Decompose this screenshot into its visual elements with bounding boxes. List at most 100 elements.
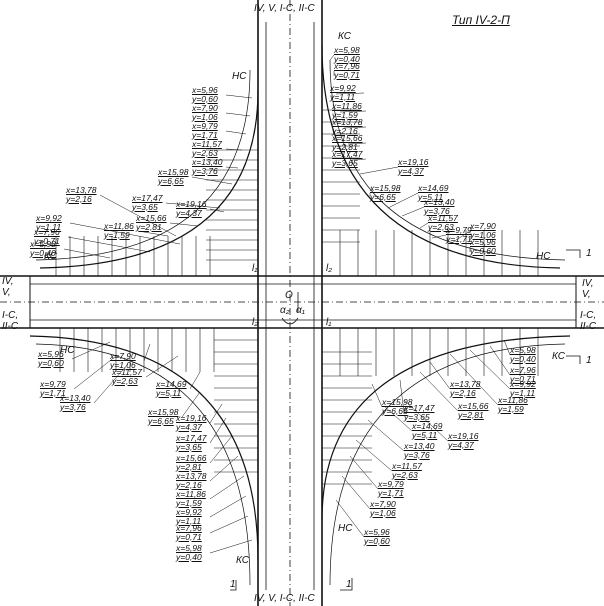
mark-one-right-bottom: 1: [586, 355, 592, 366]
coordinate-y: y=1,59: [332, 109, 358, 120]
coordinate-x: x=7,90: [192, 103, 218, 113]
leader-line: [399, 379, 405, 414]
coordinate-y: y=0,71: [334, 69, 360, 80]
leader-line: [209, 539, 253, 554]
coordinate-x: x=15,66: [176, 453, 207, 463]
coordinate-x: x=14,69: [412, 421, 443, 431]
coordinate-x: x=17,47: [332, 149, 363, 159]
leader-line: [419, 371, 459, 412]
coordinate-y: y=0,40: [176, 551, 202, 562]
coordinate-x: x=15,98: [158, 167, 189, 177]
curve-start-bl: НС: [60, 345, 75, 356]
leader-line: [209, 515, 249, 534]
coordinate-y: y=3,65: [332, 157, 358, 168]
coordinate-y: y=2,16: [66, 193, 92, 204]
coordinate-x: x=15,98: [148, 407, 179, 417]
coordinate-y: y=0,71: [176, 531, 202, 542]
coordinate-x: x=13,40: [192, 157, 223, 167]
coordinate-y: y=2,63: [112, 375, 138, 386]
leader-line: [401, 206, 425, 217]
leader-line: [335, 92, 365, 95]
leader-line: [209, 475, 245, 500]
coordinate-y: y=1,11: [176, 515, 202, 526]
coordinate-x: x=9,79: [40, 379, 66, 389]
leader-line: [343, 126, 367, 129]
coordinate-y: y=0,60: [470, 245, 496, 256]
l1-top-left: l₁: [252, 263, 258, 274]
coordinate-y: y=1,59: [104, 229, 130, 240]
coordinate-y: y=2,16: [450, 387, 476, 398]
coordinate-y: y=0,60: [192, 93, 218, 104]
coordinate-y: y=3,76: [404, 449, 430, 460]
leader-line: [71, 341, 111, 360]
coordinate-y: y=2,81: [332, 141, 358, 152]
coordinate-x: x=5,98: [510, 345, 536, 355]
l2-top-right: l₂: [326, 263, 333, 274]
leader-line: [367, 419, 405, 452]
coordinate-y: y=4,37: [176, 421, 202, 432]
leader-line: [209, 435, 233, 464]
leader-line: [403, 399, 449, 442]
coordinate-y: y=1,71: [446, 233, 472, 244]
leader-line: [341, 475, 371, 510]
coordinate-x: x=19,16: [176, 413, 207, 423]
coordinate-x: x=9,79: [446, 225, 472, 235]
leader-line: [371, 383, 383, 408]
road-label-left-lower: I-C, II-C: [2, 310, 19, 332]
coordinate-x: x=9,92: [510, 379, 536, 389]
coordinate-x: x=11,57: [428, 213, 458, 223]
coordinate-x: x=13,40: [60, 393, 91, 403]
coordinate-x: x=11,86: [332, 101, 362, 111]
leader-line: [335, 499, 365, 538]
leader-line: [137, 230, 169, 237]
coordinate-x: x=7,90: [470, 221, 496, 231]
coordinate-x: x=19,16: [176, 199, 207, 209]
curve-start-tl: НС: [232, 71, 247, 82]
coordinate-y: y=2,63: [392, 469, 418, 480]
coordinate-y: y=1,11: [36, 221, 62, 232]
coordinate-y: y=1,59: [176, 497, 202, 508]
coordinate-y: y=2,16: [332, 125, 358, 136]
coordinate-x: x=9,92: [176, 507, 202, 517]
coordinate-x: x=5,98: [334, 45, 360, 55]
leader-line: [189, 371, 201, 390]
leader-line: [329, 54, 335, 61]
coordinate-x: x=11,57: [112, 367, 142, 377]
leader-line: [339, 110, 367, 113]
leader-line: [69, 222, 181, 245]
coordinate-x: x=15,98: [382, 397, 413, 407]
coordinate-y: y=4,37: [448, 439, 474, 450]
coordinate-x: x=5,96: [470, 237, 496, 247]
origin-label: O: [285, 290, 293, 301]
angle-left-label: α₂: [280, 305, 290, 316]
leader-line: [145, 355, 179, 378]
leader-line: [73, 355, 117, 390]
